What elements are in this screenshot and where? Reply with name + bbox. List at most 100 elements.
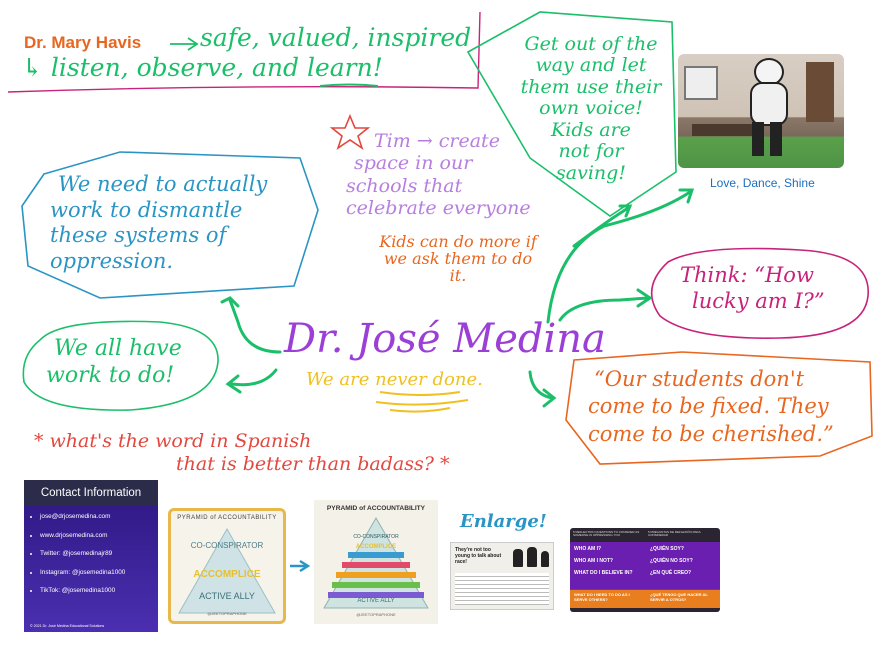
reflection-left-q: WHAT DO I BELIEVE IN? xyxy=(574,570,633,576)
pyramid-small-level: ACCOMPLICE xyxy=(193,569,261,580)
panda-icon xyxy=(750,58,788,158)
kids-line: it. xyxy=(449,265,467,285)
silhouette-icon xyxy=(527,547,537,567)
arrow-to-dismantle xyxy=(228,298,282,354)
lucky-note: Think: “How lucky am I?” xyxy=(680,262,825,315)
arrowhead-video xyxy=(678,188,695,204)
pyramid-large[interactable]: PYRAMID of ACCOUNTABILITY CO-CONSPIRATOR… xyxy=(314,500,438,624)
voice-line: saving! xyxy=(556,161,626,184)
pyramid-arrow-icon xyxy=(290,559,311,573)
race-card-heading: They're not too young to talk about race… xyxy=(455,547,502,565)
voice-line: way and let xyxy=(535,54,647,77)
never-done-underline xyxy=(375,391,469,413)
spanish-line: * what's the word in Spanish xyxy=(34,430,312,452)
lucky-blob xyxy=(650,247,869,339)
reflection-left-header: 5 REFLECTION QUESTIONS TO CONSIDER AS SO… xyxy=(573,530,640,538)
tim-line: Tim → create xyxy=(374,130,500,152)
race-card[interactable]: They're not too young to talk about race… xyxy=(450,542,554,610)
arrowhead-dismantle xyxy=(220,296,240,308)
students-line: “Our students don't xyxy=(594,367,805,391)
pyramid-small-level: ACTIVE ALLY xyxy=(199,591,255,601)
all-work-blob xyxy=(22,320,219,411)
dismantle-line: work to dismantle xyxy=(50,197,243,222)
never-done-note: We are never done. xyxy=(306,369,483,390)
contact-item: www.drjosemedina.com xyxy=(40,531,125,541)
arrowhead-lucky xyxy=(636,288,653,308)
reflection-left-q: WHAT DO I NEED TO DO AS I SERVE OTHERS? xyxy=(574,592,630,602)
dismantle-line: We need to actually xyxy=(58,172,268,196)
enlarge-label: Enlarge! xyxy=(460,511,547,532)
reflection-right-q: ¿QUIÉN SOY? xyxy=(650,546,684,552)
spanish-line: that is better than badass? * xyxy=(176,452,450,475)
lucky-line: Think: “How xyxy=(680,263,814,287)
silhouette-icon xyxy=(541,551,549,567)
students-line: come to be fixed. They xyxy=(588,394,829,419)
arrow-to-students xyxy=(528,370,554,400)
header-line2: ↳ listen, observe, and learn! xyxy=(22,53,383,83)
all-work-line: work to do! xyxy=(46,362,175,388)
header-arrow2-icon: ↳ xyxy=(22,53,51,82)
voice-line: not for xyxy=(558,140,624,163)
dismantle-line: oppression. xyxy=(50,248,174,273)
door-shape xyxy=(806,62,834,122)
arrow-to-voice xyxy=(572,206,630,248)
pyramid-small-level: CO-CONSPIRATOR xyxy=(190,541,264,550)
reflection-left-q: WHO AM I? xyxy=(574,546,602,552)
students-line: come to be cherished.” xyxy=(588,421,834,446)
dismantle-blob xyxy=(21,151,319,299)
video-caption: Love, Dance, Shine xyxy=(710,176,815,190)
pyramid-large-level: CO-CONSPIRATOR xyxy=(353,534,399,540)
reflection-right-q: ¿QUIÉN NO SOY? xyxy=(650,558,693,564)
pyramid-large-title: PYRAMID of ACCOUNTABILITY xyxy=(326,505,426,512)
tim-note: Tim → create space in our schools that c… xyxy=(346,130,531,220)
reflection-right-q: ¿QUÉ TENGO QUE HACER AL SERVIR A OTROS? xyxy=(650,592,708,602)
voice-line: Get out of the xyxy=(524,33,658,55)
arrow-to-video xyxy=(546,190,692,324)
reflection-right-header: 5 PREGUNTAS DE REFLEXIÓN PARA CONSIDERAR xyxy=(648,530,701,538)
header-learn: learn xyxy=(306,53,373,82)
arrow-to-all-work xyxy=(230,368,278,387)
kids-line: we ask them to do xyxy=(383,248,533,268)
arrowhead-all-work xyxy=(225,374,242,394)
contact-item: jose@drjosemedina.com xyxy=(40,512,125,522)
voice-line: Kids are xyxy=(551,118,631,141)
video-thumbnail[interactable] xyxy=(678,54,844,168)
dismantle-note: We need to actually work to dismantle th… xyxy=(50,172,267,274)
arrowhead-students xyxy=(542,388,557,408)
header-bracket xyxy=(7,11,481,93)
arrowhead-voice xyxy=(618,204,633,218)
all-work-line: We all have xyxy=(54,336,182,361)
pyramid-large-handle: @JEETOPRAPHONE xyxy=(356,612,396,617)
voice-line: them use their xyxy=(520,75,662,98)
pyramid-small[interactable]: PYRAMID of ACCOUNTABILITY CO-CONSPIRATOR… xyxy=(168,508,286,624)
tim-line: schools that xyxy=(346,174,463,197)
tim-line: space in our xyxy=(354,152,473,175)
header-line2-suffix: ! xyxy=(372,53,383,82)
pyramid-large-level: ACCOMPLICE xyxy=(355,544,397,550)
kids-more-note: Kids can do more if we ask them to do it… xyxy=(328,232,588,285)
reflection-band xyxy=(570,542,720,608)
silhouette-icon xyxy=(513,549,523,567)
contact-list: jose@drjosemedina.com www.drjosemedina.c… xyxy=(30,512,125,605)
race-card-body xyxy=(455,573,549,605)
kids-line: Kids can do more if xyxy=(379,232,537,251)
table-shape xyxy=(692,124,752,136)
reflection-card[interactable]: 5 REFLECTION QUESTIONS TO CONSIDER AS SO… xyxy=(570,528,720,612)
contact-card[interactable]: Contact Information jose@drjosemedina.co… xyxy=(24,480,158,632)
learn-underline xyxy=(319,83,379,87)
tim-line: celebrate everyone xyxy=(346,197,531,220)
pyramid-large-level: ACTIVE ALLY xyxy=(357,598,395,604)
voice-blob xyxy=(466,11,677,217)
center-title: Dr. José Medina xyxy=(284,316,606,362)
star-icon xyxy=(329,113,371,150)
all-work-note: We all have work to do! xyxy=(46,336,182,390)
header-line2-prefix: listen, observe, and xyxy=(50,53,307,82)
voice-note: Get out of the way and let them use thei… xyxy=(506,33,676,184)
arrow-to-lucky xyxy=(558,296,650,322)
window-shape xyxy=(684,66,718,100)
presenter-name: Dr. Mary Havis xyxy=(24,33,142,52)
contact-item: Instagram: @josemedina1000 xyxy=(40,568,125,578)
contact-item: TikTok: @josemedina1000 xyxy=(40,586,125,596)
pyramid-small-title: PYRAMID of ACCOUNTABILITY xyxy=(177,515,277,521)
